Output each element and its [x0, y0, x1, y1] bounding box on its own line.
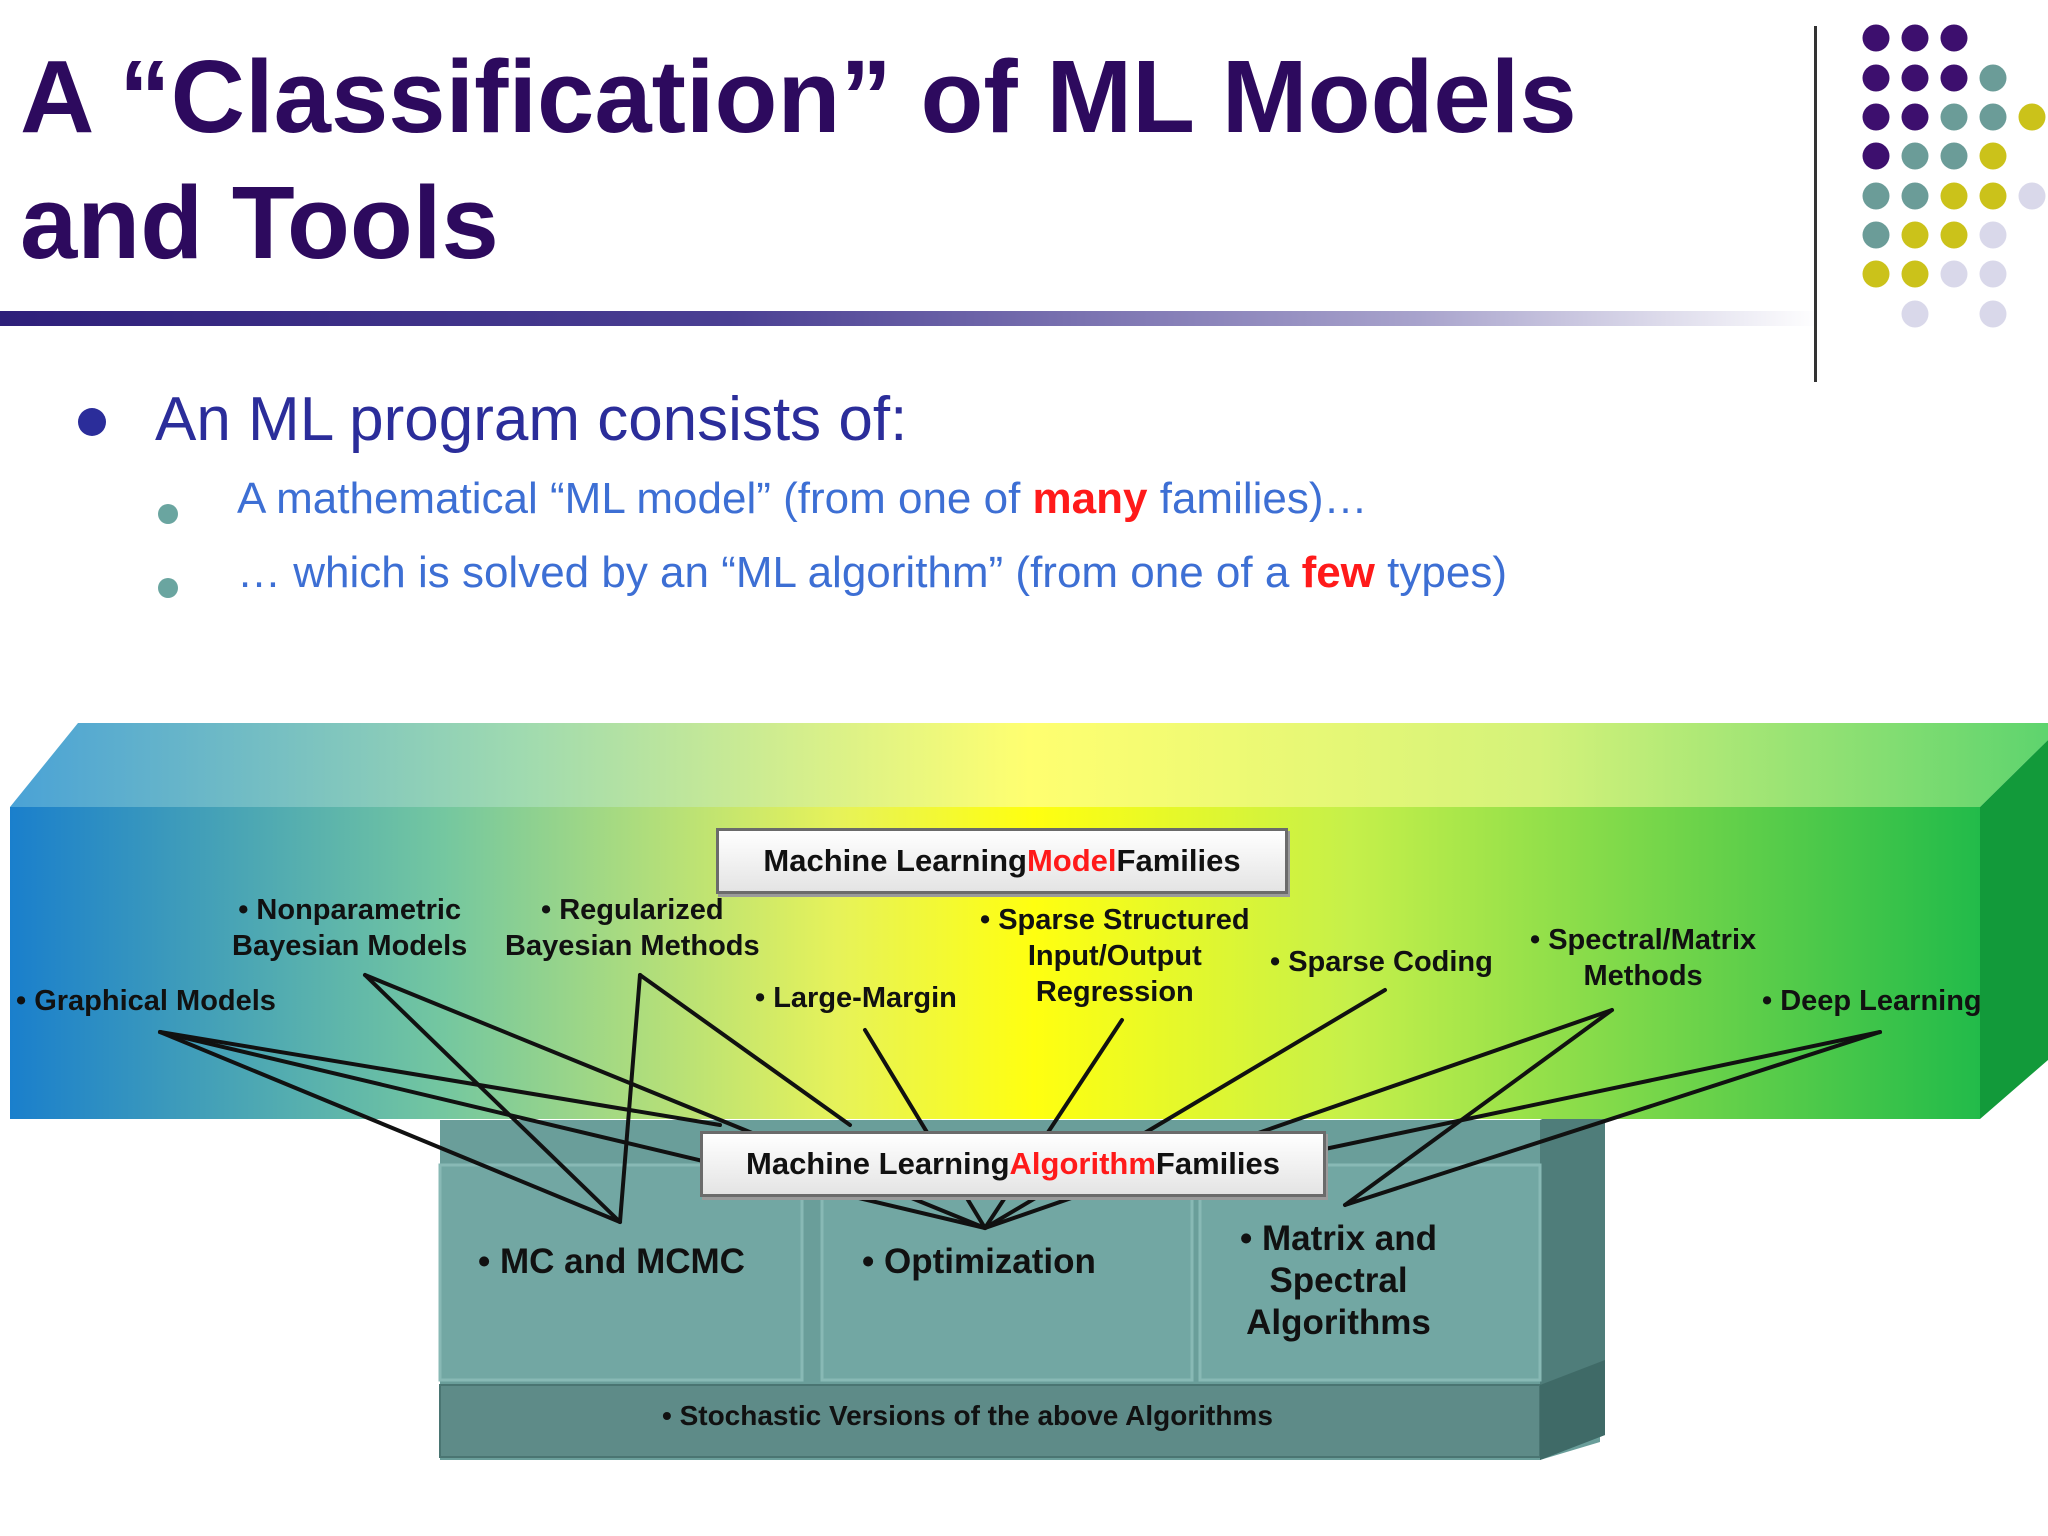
- decorative-dot: [1901, 142, 1929, 170]
- bullet-dot: [78, 408, 106, 436]
- model-sparse-coding: • Sparse Coding: [1270, 946, 1493, 978]
- decorative-dot: [2018, 182, 2046, 210]
- highlight-few: few: [1301, 548, 1375, 597]
- decorative-dot: [1940, 24, 1968, 52]
- model-regularized-line2: Bayesian Methods: [505, 930, 760, 962]
- algo-box-pre: Machine Learning: [746, 1146, 1010, 1181]
- algo-matrix-line2: Spectral: [1269, 1261, 1408, 1300]
- sub-bullet-algorithm: … which is solved by an “ML algorithm” (…: [237, 548, 1507, 598]
- decorative-dot: [1979, 182, 2007, 210]
- model-nonparametric-line1: • Nonparametric: [238, 894, 462, 926]
- decorative-dot: [1979, 300, 2007, 328]
- connection-lines: [158, 973, 1882, 1230]
- decorative-dot-grid: [1862, 24, 2046, 328]
- ml-classification-diagram: • Graphical Models • Nonparametric Bayes…: [0, 700, 2048, 1500]
- model-large-margin: • Large-Margin: [755, 982, 957, 1014]
- decorative-dot: [1979, 142, 2007, 170]
- vertical-divider: [1814, 26, 1817, 382]
- decorative-dot: [1901, 24, 1929, 52]
- decorative-dot: [1979, 103, 2007, 131]
- title-underline: [0, 311, 1820, 326]
- algorithm-slab: [438, 1092, 1605, 1460]
- algo-box-highlight: Algorithm: [1009, 1146, 1156, 1181]
- sub-bullet-dot: [158, 504, 178, 524]
- decorative-dot: [1940, 142, 1968, 170]
- decorative-dot: [1862, 103, 1890, 131]
- sub-bullet-model-pre: A mathematical “ML model” (from one of: [237, 474, 1033, 523]
- decorative-dot: [1940, 221, 1968, 249]
- model-regularized-bayesian: • Regularized Bayesian Methods: [505, 892, 760, 964]
- decorative-dot: [1901, 221, 1929, 249]
- model-box-highlight: Model: [1026, 843, 1117, 878]
- highlight-many: many: [1032, 474, 1148, 523]
- model-sparse-io-line2: Input/Output: [1027, 940, 1202, 972]
- model-graphical-models: • Graphical Models: [16, 985, 276, 1017]
- model-families-box: Machine Learning Model Families: [716, 828, 1288, 894]
- decorative-dot: [1940, 103, 1968, 131]
- model-box-post: Families: [1116, 843, 1241, 878]
- decorative-dot: [1979, 260, 2007, 288]
- decorative-dot: [1862, 142, 1890, 170]
- decorative-dot: [1862, 260, 1890, 288]
- algo-matrix-line3: Algorithms: [1246, 1303, 1431, 1342]
- algo-matrix-spectral: • Matrix and Spectral Algorithms: [1240, 1218, 1437, 1344]
- decorative-dot: [1901, 182, 1929, 210]
- model-box-pre: Machine Learning: [763, 843, 1027, 878]
- sub-bullet-model-post: families)…: [1147, 474, 1368, 523]
- model-sparse-io-line1: • Sparse Structured: [980, 904, 1250, 936]
- model-spectral-line2: Methods: [1583, 960, 1703, 992]
- decorative-dot: [1940, 260, 1968, 288]
- decorative-dot: [2018, 103, 2046, 131]
- model-nonparametric-line2: Bayesian Models: [232, 930, 468, 962]
- sub-bullet-model: A mathematical “ML model” (from one of m…: [237, 474, 1368, 524]
- decorative-dot: [1901, 300, 1929, 328]
- decorative-dot: [1979, 221, 2007, 249]
- slide-title: A “Classification” of ML Models and Tool…: [20, 39, 1577, 280]
- sub-bullet-dot: [158, 578, 178, 598]
- main-bullet: An ML program consists of:: [155, 385, 908, 454]
- model-regularized-line1: • Regularized: [541, 894, 724, 926]
- decorative-dot: [1862, 24, 1890, 52]
- algo-box-post: Families: [1155, 1146, 1280, 1181]
- diagram-graphics: [10, 723, 2048, 1460]
- decorative-dot: [1940, 182, 1968, 210]
- model-spectral-matrix: • Spectral/Matrix Methods: [1530, 922, 1756, 994]
- model-deep-learning: • Deep Learning: [1762, 985, 1982, 1017]
- decorative-dot: [1901, 64, 1929, 92]
- sub-bullet-algorithm-post: types): [1374, 548, 1507, 597]
- model-spectral-line1: • Spectral/Matrix: [1530, 924, 1757, 956]
- algorithm-families-box: Machine Learning Algorithm Families: [700, 1131, 1326, 1197]
- algo-stochastic-versions: • Stochastic Versions of the above Algor…: [662, 1400, 1273, 1431]
- decorative-dot: [1862, 64, 1890, 92]
- algo-matrix-line1: • Matrix and: [1240, 1219, 1438, 1258]
- model-nonparametric-bayesian: • Nonparametric Bayesian Models: [232, 892, 467, 964]
- decorative-dot: [1940, 64, 1968, 92]
- algo-mc-mcmc: • MC and MCMC: [478, 1242, 745, 1281]
- decorative-dot: [1901, 103, 1929, 131]
- model-sparse-io-line3: Regression: [1035, 976, 1194, 1008]
- model-sparse-structured-io: • Sparse Structured Input/Output Regress…: [980, 902, 1250, 1010]
- decorative-dot: [1862, 221, 1890, 249]
- decorative-dot: [1862, 182, 1890, 210]
- algo-optimization: • Optimization: [862, 1242, 1096, 1281]
- decorative-dot: [1979, 64, 2007, 92]
- decorative-dot: [1901, 260, 1929, 288]
- sub-bullet-algorithm-pre: … which is solved by an “ML algorithm” (…: [237, 548, 1302, 597]
